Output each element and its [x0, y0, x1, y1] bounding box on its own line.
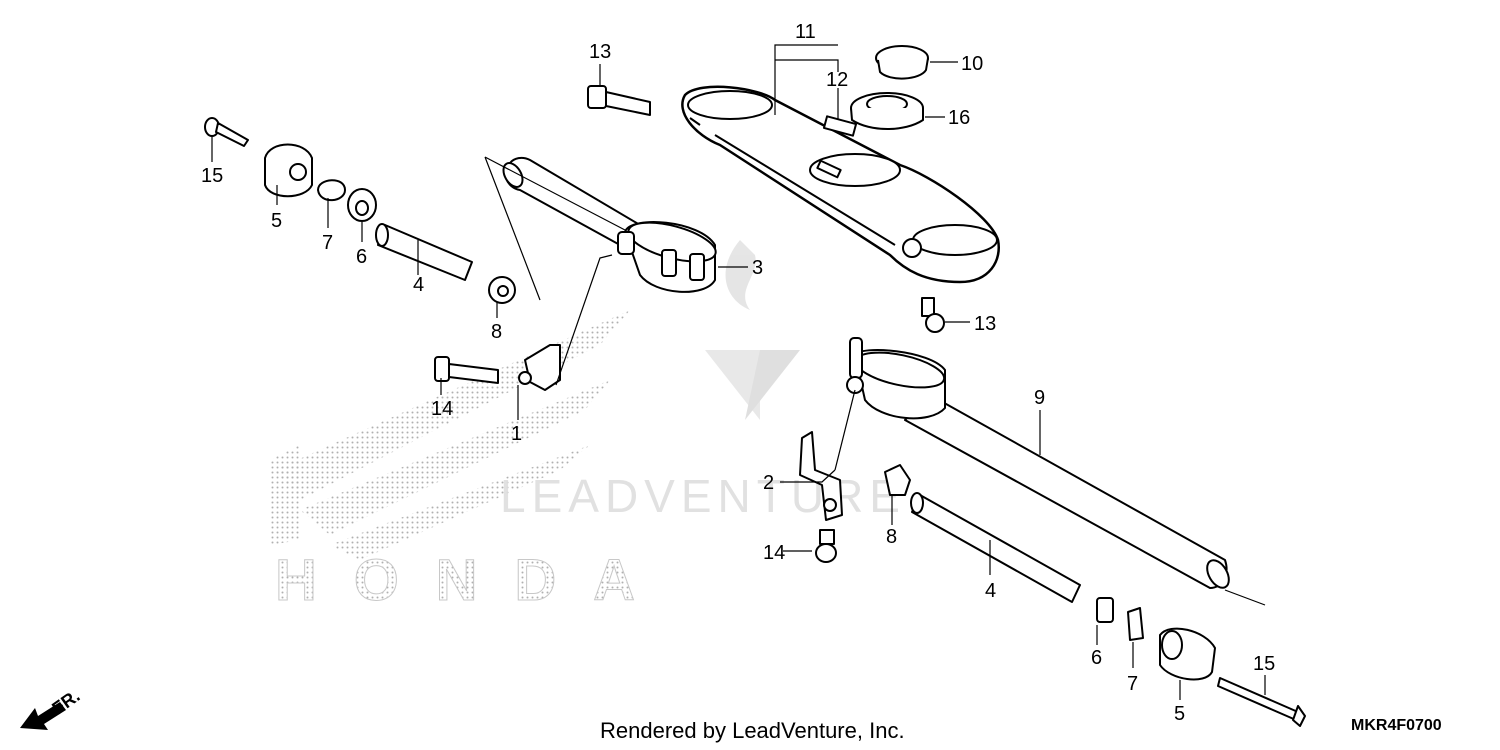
callout-16: 16: [948, 107, 970, 129]
bracket-part-2: [799, 389, 856, 521]
callout-7-right: 7: [1127, 673, 1138, 695]
bolt-13-top: [587, 85, 651, 116]
leader-lines: [211, 44, 1266, 700]
callout-7-left: 7: [322, 232, 333, 254]
bolt-13-bottom: [921, 297, 945, 333]
parts: [204, 45, 1306, 727]
callout-11: 11: [795, 21, 816, 43]
collar-left: [317, 179, 346, 202]
diagram-code: MKR4F0700: [1351, 717, 1442, 734]
left-handlebar-part: [484, 156, 717, 301]
nut-right: [884, 464, 911, 496]
callout-8-left: 8: [491, 321, 502, 343]
right-handlebar-part: [846, 337, 1266, 606]
honda-wing-logo: HONDA: [270, 310, 636, 614]
screw-15-left: [204, 117, 249, 147]
collar-right: [1127, 607, 1144, 641]
bolt-14-left: [434, 356, 499, 384]
callout-3: 3: [752, 257, 763, 279]
callout-4-right: 4: [985, 580, 996, 602]
callout-14-right: 14: [763, 542, 785, 564]
spacer-left: [347, 188, 377, 222]
callout-9: 9: [1034, 387, 1045, 409]
bar-end-weight-left: [264, 143, 313, 198]
screw-15-right: [1217, 677, 1306, 727]
callout-13-top: 13: [589, 41, 611, 63]
washer-12: [822, 115, 858, 137]
honda-wordmark: HONDA: [275, 548, 635, 613]
callout-6-left: 6: [356, 246, 367, 268]
callout-5-right: 5: [1174, 703, 1185, 725]
callout-1: 1: [511, 423, 522, 445]
callout-15-right: 15: [1253, 653, 1275, 675]
callout-13-bottom: 13: [974, 313, 996, 335]
callout-14-left: 14: [431, 398, 453, 420]
bar-end-weight-right: [1159, 627, 1216, 681]
nut-left: [488, 276, 516, 304]
rendered-by-credit: Rendered by LeadVenture, Inc.: [600, 718, 905, 743]
inner-rod-right: [910, 492, 1081, 603]
top-bridge-part: [681, 85, 1000, 284]
front-direction-arrow: FR.: [20, 686, 84, 730]
callout-6-right: 6: [1091, 647, 1102, 669]
callout-labels: 1 2 3 4 4 5 5 6 6 7 7 8 8 9 10 11 12 13 …: [201, 21, 1275, 725]
watermark-text: LEADVENTURE: [500, 470, 906, 522]
callout-5-left: 5: [271, 210, 282, 232]
spacer-right: [1096, 597, 1114, 623]
callout-8-right: 8: [886, 526, 897, 548]
callout-2: 2: [763, 472, 774, 494]
callout-4-left: 4: [413, 274, 424, 296]
callout-15-left: 15: [201, 165, 223, 187]
callout-10: 10: [961, 53, 983, 75]
bracket-part-1: [518, 254, 613, 391]
callout-12: 12: [826, 69, 848, 91]
inner-rod-left: [375, 223, 473, 281]
steering-nut-16: [850, 92, 924, 130]
bolt-14-right: [815, 529, 837, 563]
cap-part-10: [875, 45, 929, 80]
